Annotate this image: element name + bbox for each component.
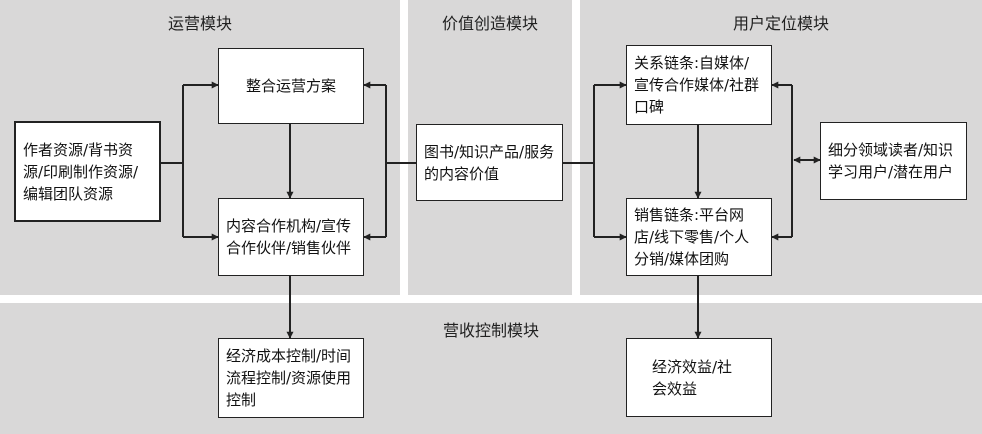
cost-control-box: 经济成本控制/时间流程控制/资源使用控制 <box>218 338 364 418</box>
partners-text: 内容合作机构/宣传合作伙伴/销售伙伴 <box>226 217 352 257</box>
value-creation-panel-title: 价值创造模块 <box>441 14 538 33</box>
relationship-chain-text: 关系链条:自媒体/宣传合作媒体/社群口碑 <box>634 54 760 116</box>
author-resources-text: 作者资源/背书资源/印刷制作资源/编辑团队资源 <box>23 140 139 203</box>
sales-chain-box: 销售链条:平台网店/线下零售/个人分销/媒体团购 <box>626 198 772 276</box>
integrated-plan-box: 整合运营方案 <box>218 48 364 124</box>
relationship-chain-box: 关系链条:自媒体/宣传合作媒体/社群口碑 <box>626 45 772 125</box>
operations-panel-title: 运营模块 <box>167 14 232 33</box>
target-users-text: 细分领域读者/知识学习用户/潜在用户 <box>828 141 954 181</box>
revenue-control-panel: 营收控制模块 <box>0 303 982 434</box>
benefits-box: 经济效益/社会效益 <box>626 338 772 417</box>
revenue-control-panel-title: 营收控制模块 <box>442 321 539 340</box>
partners-box: 内容合作机构/宣传合作伙伴/销售伙伴 <box>218 198 364 276</box>
sales-chain-text: 销售链条:平台网店/线下零售/个人分销/媒体团购 <box>634 206 750 268</box>
user-positioning-panel-title: 用户定位模块 <box>732 14 829 33</box>
target-users-box: 细分领域读者/知识学习用户/潜在用户 <box>820 122 967 200</box>
cost-control-text: 经济成本控制/时间流程控制/资源使用控制 <box>226 347 352 409</box>
content-value-box: 图书/知识产品/服务的内容价值 <box>416 124 563 201</box>
author-resources-box: 作者资源/背书资源/印刷制作资源/编辑团队资源 <box>14 121 161 222</box>
integrated-plan-text: 整合运营方案 <box>245 77 336 95</box>
benefits-text: 经济效益/社会效益 <box>652 357 733 398</box>
content-value-text: 图书/知识产品/服务的内容价值 <box>424 142 555 183</box>
